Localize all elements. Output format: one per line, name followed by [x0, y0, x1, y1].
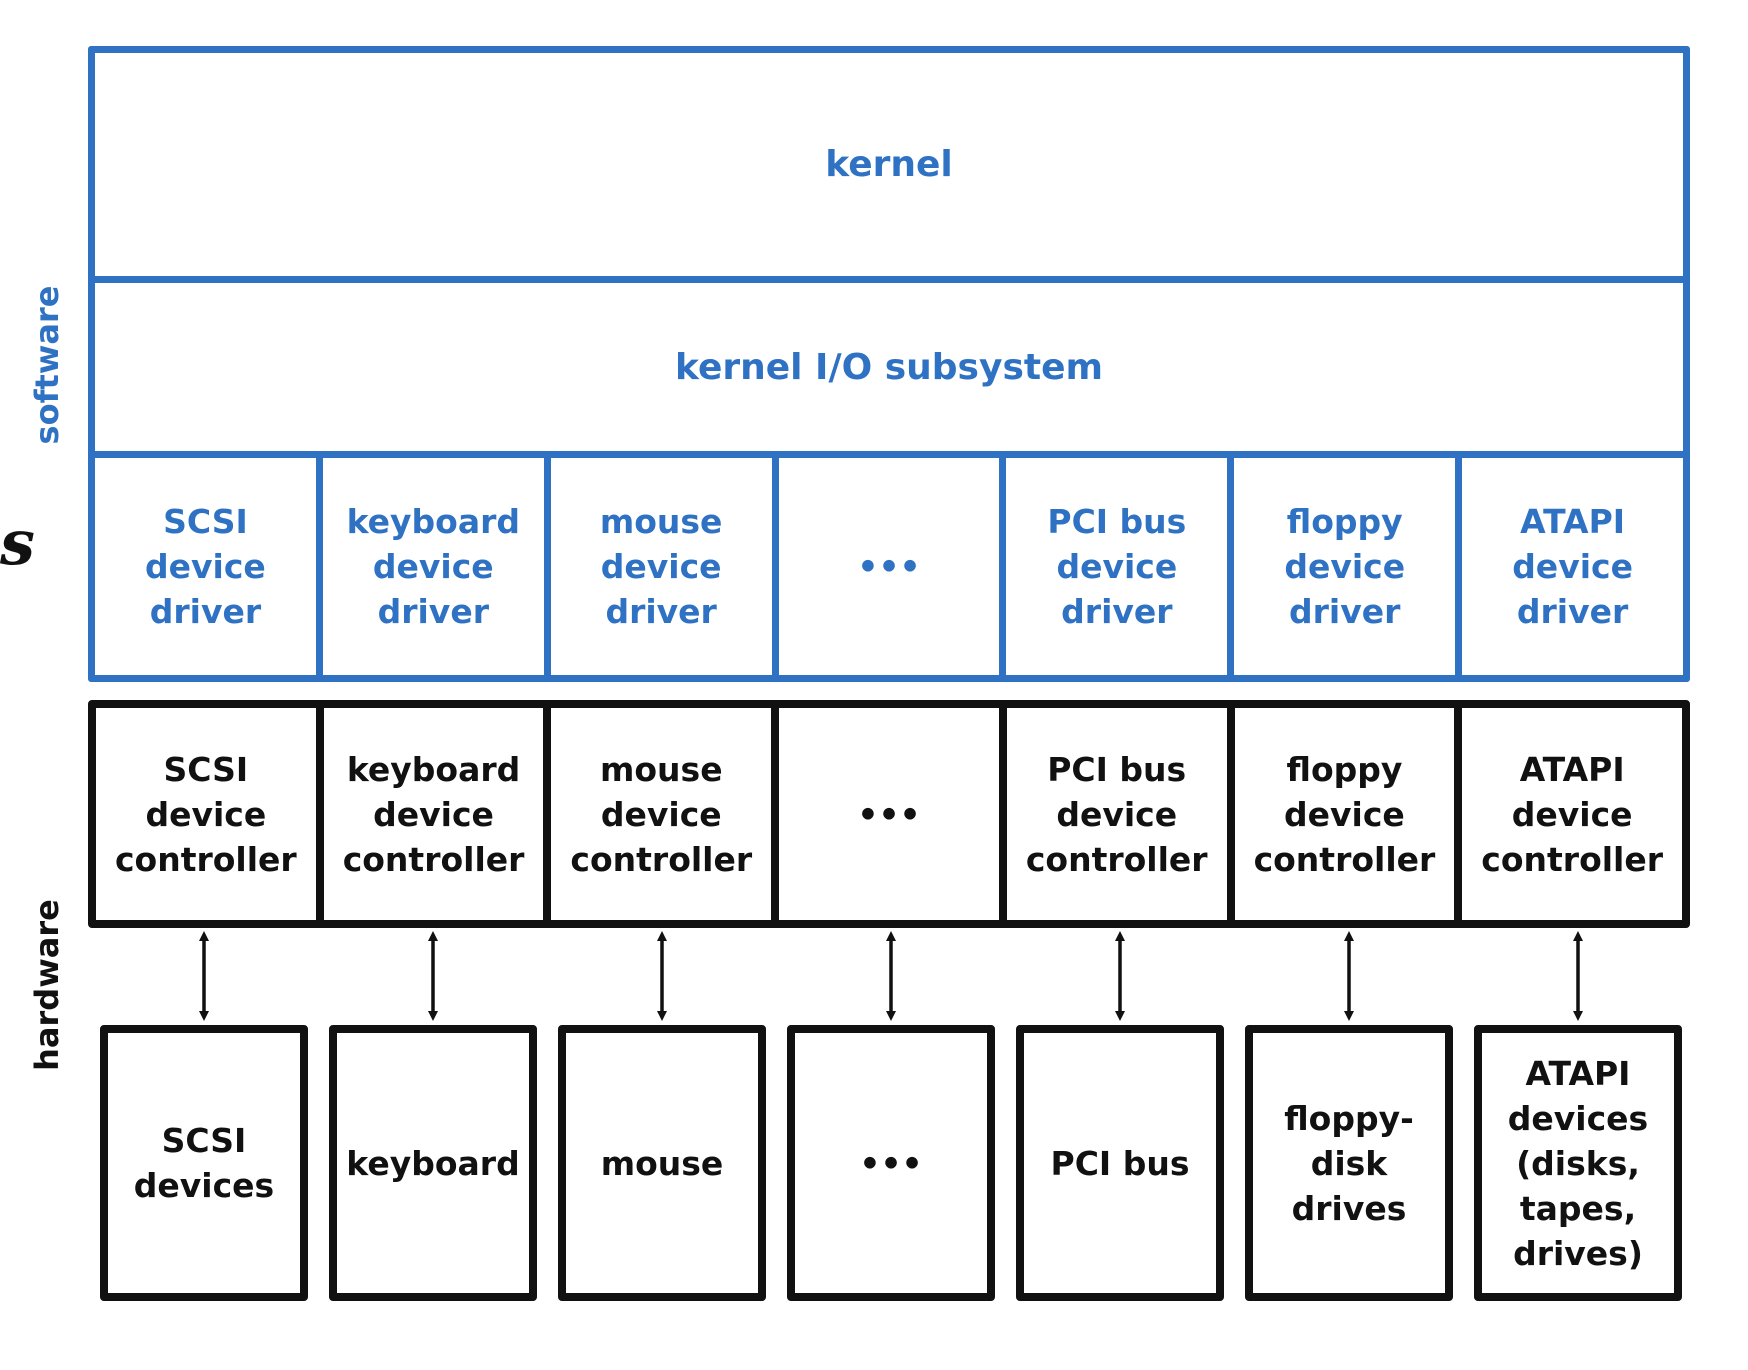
- controller-scsi: SCSI device controller: [96, 708, 324, 920]
- device-scsi: SCSI devices: [100, 1025, 308, 1301]
- device-driver-row: SCSI device driver keyboard device drive…: [95, 458, 1683, 675]
- hardware-label: hardware: [28, 899, 66, 1071]
- kernel-label: kernel: [825, 144, 953, 185]
- controller-ellipsis: •••: [779, 708, 1007, 920]
- controller-atapi: ATAPI device controller: [1481, 749, 1664, 879]
- device-mouse: mouse: [558, 1025, 766, 1301]
- kernel-layer: kernel: [95, 53, 1683, 283]
- controller-mouse: mouse device controller: [551, 708, 780, 920]
- driver-pci-bus: PCI bus device driver: [1006, 458, 1235, 675]
- device-keyboard: keyboard: [329, 1025, 537, 1301]
- device-ellipsis: •••: [787, 1025, 995, 1301]
- driver-scsi: SCSI device driver: [95, 458, 323, 675]
- edge-mark: s: [0, 506, 35, 579]
- kernel-io-subsystem-label: kernel I/O subsystem: [674, 346, 1104, 388]
- driver-keyboard: keyboard device driver: [323, 458, 551, 675]
- software-label: software: [28, 285, 66, 445]
- controller-floppy: floppy device controller: [1235, 708, 1463, 920]
- driver-ellipsis: •••: [779, 458, 1007, 675]
- driver-mouse: mouse device driver: [551, 458, 779, 675]
- driver-floppy: floppy device driver: [1234, 458, 1463, 675]
- device-pci-bus: PCI bus: [1016, 1025, 1224, 1301]
- controller-pci-bus: PCI bus device controller: [1007, 708, 1235, 920]
- software-stack: kernel kernel I/O subsystem SCSI device …: [88, 46, 1690, 682]
- controller-row: SCSI device controller keyboard device c…: [88, 700, 1690, 928]
- device-floppy-disk-drives: floppy- disk drives: [1245, 1025, 1453, 1301]
- controller-keyboard: keyboard device controller: [324, 708, 552, 920]
- device-atapi: ATAPI devices (disks, tapes, drives): [1474, 1025, 1682, 1301]
- kernel-io-subsystem-layer: kernel I/O subsystem: [95, 283, 1683, 458]
- driver-atapi: ATAPI device driver: [1512, 502, 1633, 631]
